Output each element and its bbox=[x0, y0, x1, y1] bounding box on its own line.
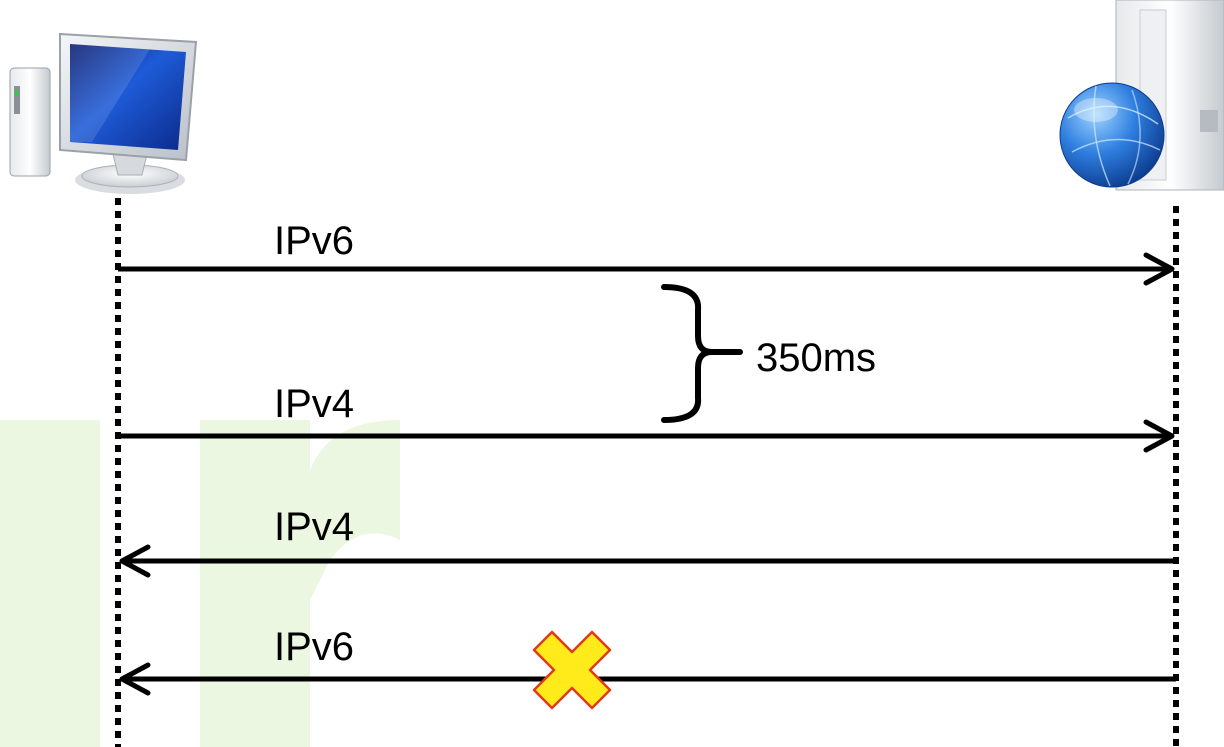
delay-annotation: 350ms bbox=[661, 284, 876, 423]
watermark-shape bbox=[310, 420, 400, 600]
message-4: IPv6 bbox=[119, 625, 1176, 710]
message-2-arrowhead bbox=[1143, 419, 1175, 453]
message-2: IPv4 bbox=[118, 382, 1175, 453]
background-watermark bbox=[0, 420, 400, 747]
message-3: IPv4 bbox=[119, 505, 1176, 578]
x-mark-icon bbox=[532, 630, 612, 710]
delay-label: 350ms bbox=[756, 336, 876, 380]
message-1-arrowhead bbox=[1143, 252, 1175, 286]
web-server-globe-icon bbox=[1059, 0, 1224, 191]
message-2-label: IPv4 bbox=[274, 382, 354, 426]
desktop-computer-icon bbox=[9, 32, 198, 194]
message-4-label: IPv6 bbox=[274, 625, 354, 669]
message-4-arrowhead bbox=[119, 662, 151, 696]
message-3-arrowhead bbox=[119, 544, 151, 578]
watermark-shape bbox=[200, 420, 310, 747]
message-3-label: IPv4 bbox=[274, 505, 354, 549]
watermark-shape bbox=[0, 420, 100, 747]
curly-brace bbox=[661, 284, 743, 423]
message-1: IPv6 bbox=[118, 219, 1175, 286]
message-1-label: IPv6 bbox=[274, 219, 354, 263]
